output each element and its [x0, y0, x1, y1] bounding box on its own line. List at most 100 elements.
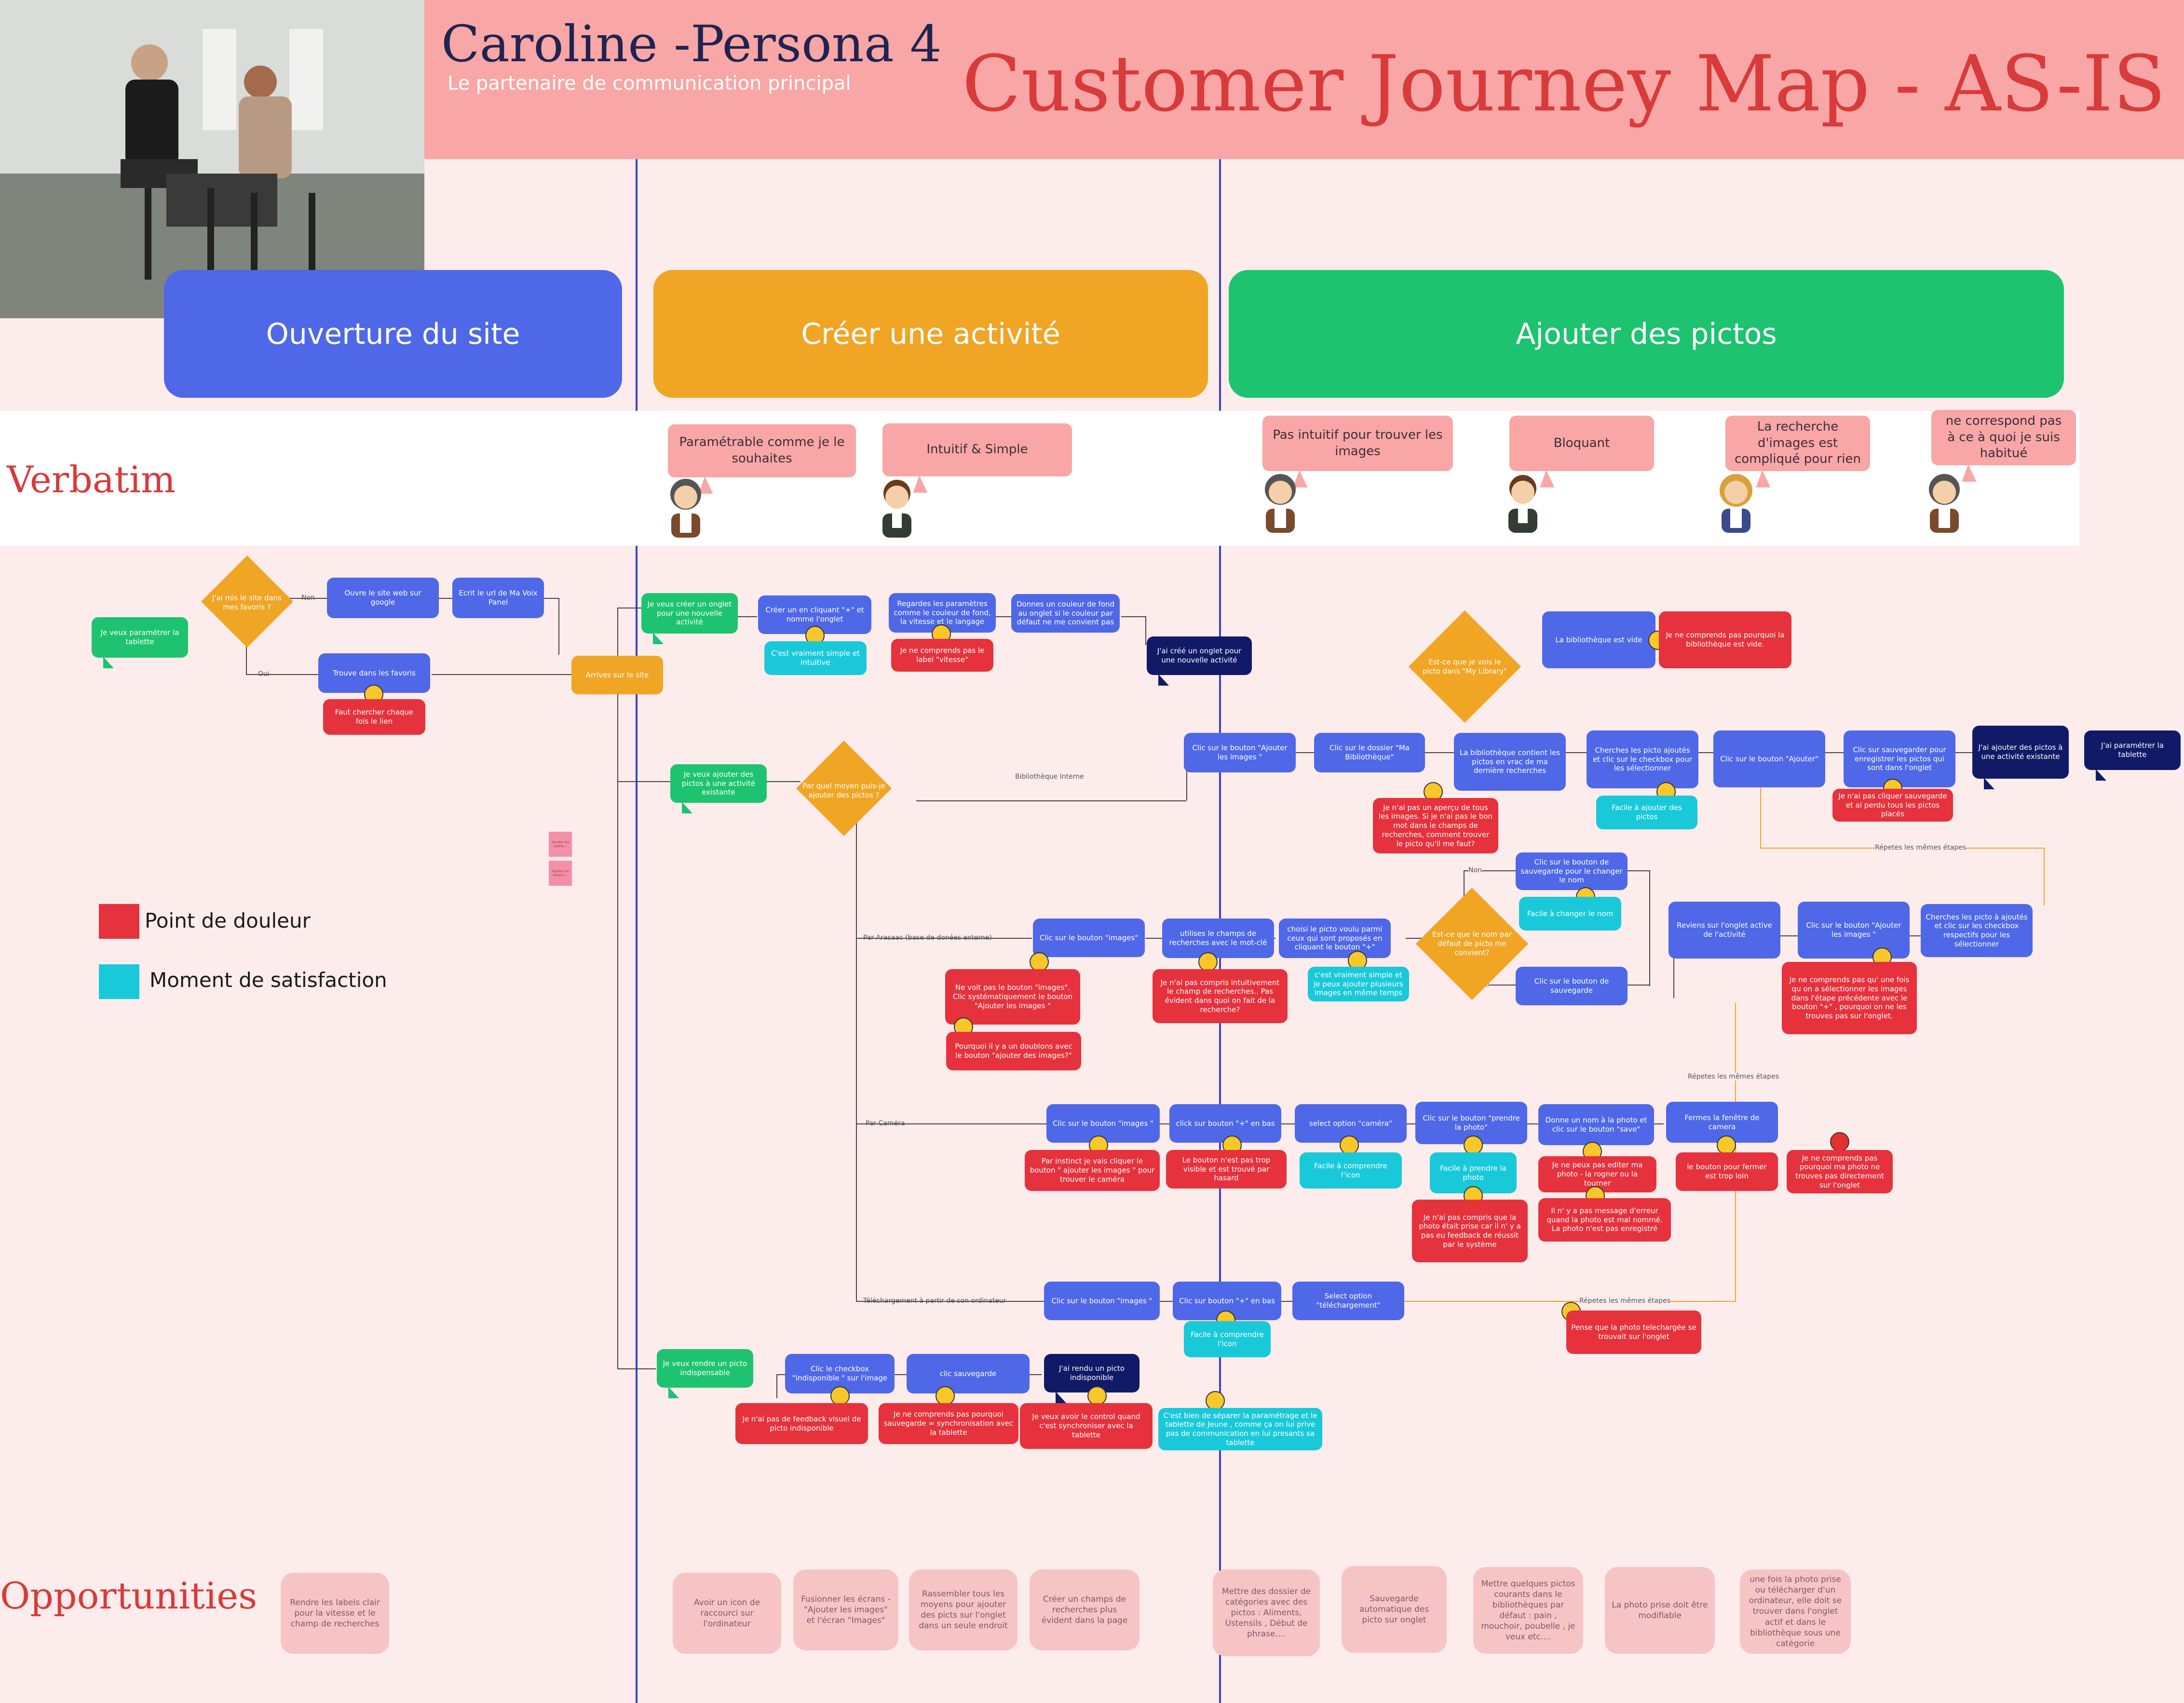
- decision-text: J'ai mis le site dans mes favoris ?: [212, 594, 282, 611]
- step-choose-picto: choisi le picto voulu parmi ceux qui son…: [1279, 919, 1391, 958]
- verbatim-bubble: La recherche d'images est compliqué pour…: [1725, 416, 1870, 487]
- sad-face-icon: [830, 1386, 850, 1406]
- branch-label-arasaac: Par Arasaac (base de donées externe): [863, 934, 992, 942]
- happy-face-icon: [1206, 1391, 1225, 1410]
- step-search-field: utilises le champs de recherches avec le…: [1162, 919, 1274, 958]
- persona-title: Caroline -Persona 4: [441, 14, 942, 73]
- satisfaction-moment: Facile à comprendre l'icon: [1184, 1321, 1271, 1357]
- user-message: J'ai rendu un picto indisponible: [1044, 1354, 1139, 1403]
- legend-pain-swatch: [99, 904, 139, 939]
- verbatim-bubble: Intuitif & Simple: [882, 423, 1072, 493]
- user-message: J'ai créé un onglet pour une nouvelle ac…: [1147, 636, 1252, 686]
- branch-label-non: Non: [301, 594, 315, 602]
- connector: [1186, 752, 1187, 800]
- connector: [1406, 938, 1430, 939]
- message-text: J'ai ajouter des pictos à une activité e…: [1978, 743, 2063, 761]
- connector: [856, 820, 857, 1302]
- verbatim-text: Pas intuitif pour trouver les images: [1273, 427, 1443, 459]
- pain-point: Je n'ai pas cliquer sauvegarde et ai per…: [1832, 789, 1953, 822]
- opportunity-card: une fois la photo prise ou télécharger d…: [1740, 1569, 1851, 1654]
- verbatim-text: Bloquant: [1553, 435, 1610, 450]
- message-text: Je veux rendre un picto indispensable: [663, 1359, 747, 1377]
- connector: [432, 674, 571, 675]
- happy-face-icon: [1464, 1135, 1483, 1155]
- sad-face-icon: [1030, 952, 1049, 972]
- connector: [1160, 1301, 1177, 1302]
- connector: [1145, 616, 1146, 645]
- phase-ouverture: Ouverture du site: [164, 270, 622, 398]
- sad-face-icon: [1717, 1135, 1736, 1155]
- connector: [617, 608, 618, 1369]
- pain-point: Je ne comprends pas le label "vitesse": [891, 639, 993, 672]
- opportunity-card: Créer un champs de recherches plus évide…: [1030, 1569, 1139, 1650]
- connector: [246, 632, 247, 675]
- satisfaction-moment: Facile à prendre la photo: [1430, 1152, 1517, 1193]
- opportunity-card: Fusionner les écrans - "Ajouter les imag…: [793, 1569, 898, 1650]
- step-search-checkbox: Cherches les picto à ajoutés et clic sur…: [1921, 904, 2033, 957]
- decision-text: Est-ce que je vois le picto dans "My Lib…: [1422, 657, 1507, 676]
- connector: [996, 616, 1015, 617]
- connector: [856, 1123, 1046, 1124]
- phase-creer: Créer une activité: [653, 270, 1208, 398]
- opportunity-card: Rendre les labels clair pour la vitesse …: [281, 1573, 389, 1654]
- step-library-content: La bibliothèque contient les pictos en v…: [1454, 733, 1566, 791]
- man-avatar-icon: [882, 480, 911, 538]
- pain-point: le bouton pour fermer est trop loin: [1676, 1152, 1778, 1191]
- step-save-rename: Clic sur le bouton de sauvegarde pour le…: [1516, 852, 1628, 890]
- decision-text: Par quel moyen puis-je ajouter des picto…: [802, 782, 885, 799]
- verbatim-label: Verbatim: [7, 458, 176, 501]
- sticky-note: Rendre les labels...: [549, 832, 572, 857]
- user-message: Je veux créer un onglet pour une nouvell…: [641, 593, 738, 644]
- branch-label-upload: Téléchargement à partir de son ordinateu…: [863, 1297, 1006, 1305]
- connector: [1464, 870, 1517, 871]
- connector: [1760, 781, 1761, 849]
- connector: [776, 1374, 777, 1398]
- connector: [1121, 616, 1145, 617]
- step-save-bottom: Clic sur le bouton de sauvegarde: [1516, 967, 1628, 1005]
- step-click-my-library: Clic sur le dossier "Ma Bibliothèque": [1314, 733, 1425, 772]
- pain-point: Je veux avoir le control quand c'est syn…: [1020, 1403, 1153, 1449]
- connector: [1898, 935, 1922, 936]
- connector: [776, 1374, 786, 1375]
- connector: [2044, 848, 2045, 906]
- step-click-images: Clic sur le bouton "images": [1033, 919, 1145, 957]
- repeat-label: Répetes les mêmes étapes: [1579, 1297, 1671, 1305]
- satisfaction-moment: C'est vraiment simple et intuitive: [764, 641, 867, 675]
- connector: [439, 598, 453, 599]
- verbatim-text: La recherche d'images est compliqué pour…: [1735, 419, 1861, 467]
- persona-photo-image: [0, 0, 424, 318]
- connector: [723, 616, 757, 617]
- step-click-ajouter: Clic sur le bouton "Ajouter": [1713, 730, 1825, 787]
- connector: [617, 781, 670, 782]
- step-up-select: Select option "téléchargement": [1292, 1282, 1404, 1320]
- satisfaction-moment: Facile à comprendre l'icon: [1300, 1152, 1402, 1189]
- connector: [733, 781, 800, 782]
- step-open-google: Ouvre le site web sur google: [327, 578, 439, 618]
- opportunities-label: Opportunities: [0, 1574, 258, 1617]
- persona-photo: [0, 0, 424, 318]
- step-cam-click-plus: click sur bouton "+" en bas: [1169, 1104, 1281, 1143]
- connector: [289, 598, 328, 599]
- pain-point: Pourquoi il y a un doublons avec le bout…: [946, 1032, 1081, 1070]
- pain-point: Je n'ai pas de feedback visuel de picto …: [735, 1403, 868, 1444]
- persona-subtitle: Le partenaire de communication principal: [448, 72, 851, 95]
- message-text: J'ai créé un onglet pour une nouvelle ac…: [1157, 647, 1242, 664]
- happy-face-icon: [1340, 1135, 1359, 1155]
- connector: [1464, 985, 1517, 986]
- pain-point: Pense que la photo telechargée se trouva…: [1566, 1311, 1701, 1354]
- user-message: Je veux paramétrer la tablette: [92, 617, 188, 668]
- sticky-note: Ajouter un moyen...: [549, 861, 572, 886]
- opportunity-card: Mettre quelques pictos courants dans le …: [1473, 1567, 1583, 1654]
- step-click-add-images: Clic sur le bouton "Ajouter les images ": [1184, 733, 1296, 772]
- user-message: Je veux rendre un picto indispensable: [657, 1349, 753, 1398]
- pain-point: Par instinct je vais cliquer le bouton "…: [1025, 1150, 1160, 1191]
- pain-point: Il n' y a pas message d'erreur quand la …: [1538, 1198, 1671, 1242]
- connector: [617, 1368, 656, 1369]
- step-write-url: Ecrit le url de Ma Voix Panel: [452, 578, 544, 618]
- pain-point: Je n'ai pas compris intuitivement le cha…: [1153, 969, 1288, 1023]
- repeat-label: Répetes les mêmes étapes: [1875, 844, 1967, 852]
- verbatim-bubble: Pas intuitif pour trouver les images: [1262, 416, 1453, 487]
- connector: [856, 1301, 1044, 1302]
- verbatim-text: ne correspond pas à ce à quoi je suis ha…: [1945, 413, 2062, 461]
- user-message: J'ai paramétrer la tablette: [2084, 730, 2181, 781]
